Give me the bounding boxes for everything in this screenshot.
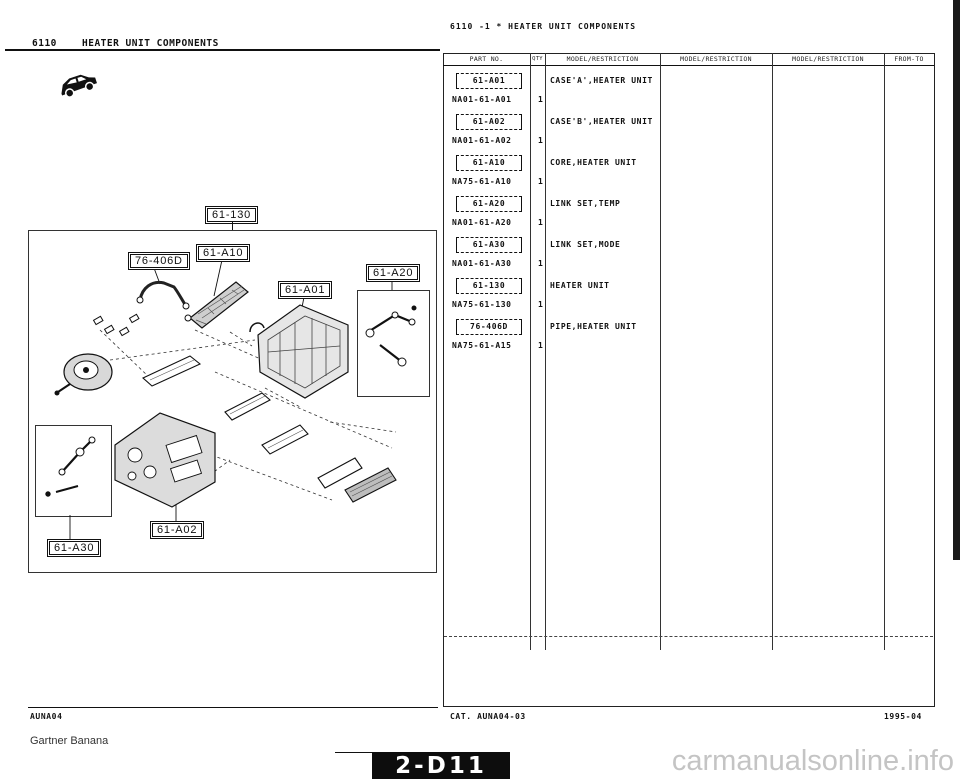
column-divider	[772, 53, 773, 650]
column-header-model-restriction-3: MODEL/RESTRICTION	[792, 55, 864, 63]
watermark: carmanualsonline.info	[671, 745, 954, 777]
part-number: NA01-61-A01	[452, 95, 512, 104]
part-number: NA75-61-A15	[452, 341, 512, 350]
column-divider	[660, 53, 661, 650]
column-header-part-no: PART NO.	[469, 55, 504, 63]
footer-rule	[28, 707, 438, 708]
table-end-rule	[444, 636, 933, 637]
callout-case-a: 61-A01	[278, 281, 333, 299]
heater-pipe-drawing	[136, 280, 190, 310]
reference-number: 61-130	[456, 278, 522, 294]
column-divider	[884, 53, 885, 650]
car-icon	[61, 74, 97, 98]
part-description: HEATER UNIT	[550, 281, 610, 290]
diagram-frame	[28, 230, 437, 573]
case-a-drawing	[249, 304, 349, 399]
part-description: LINK SET,MODE	[550, 240, 621, 249]
quantity: 1	[538, 136, 544, 145]
callout-heater-unit: 61-130	[205, 206, 259, 224]
part-number: NA01-61-A02	[452, 136, 512, 145]
column-divider	[545, 53, 546, 650]
door-parts-drawing	[142, 355, 397, 503]
case-b-drawing	[114, 412, 216, 508]
reference-number: 61-A20	[456, 196, 522, 212]
page-number-rule	[335, 752, 372, 753]
column-divider	[530, 53, 531, 650]
part-number: NA01-61-A30	[452, 259, 512, 268]
catalog-number: CAT. AUNA04-03	[450, 712, 526, 721]
part-number: NA01-61-A20	[452, 218, 512, 227]
part-description: CASE'B',HEATER UNIT	[550, 117, 653, 126]
column-header-qty: QTY	[532, 56, 543, 62]
quantity: 1	[538, 95, 544, 104]
part-description: CASE'A',HEATER UNIT	[550, 76, 653, 85]
quantity: 1	[538, 300, 544, 309]
catalog-date: 1995-04	[884, 712, 922, 721]
quantity: 1	[538, 218, 544, 227]
actuator-drawing	[54, 353, 113, 396]
reference-number: 76-406D	[456, 319, 522, 335]
credit-text: Gartner Banana	[30, 735, 109, 747]
part-number: NA75-61-130	[452, 300, 512, 309]
page-number: 2-D11	[372, 752, 510, 779]
part-description: CORE,HEATER UNIT	[550, 158, 637, 167]
callout-link-temp: 61-A20	[366, 264, 421, 282]
exploded-diagram	[45, 259, 417, 539]
heater-core-drawing	[184, 281, 249, 329]
part-description: PIPE,HEATER UNIT	[550, 322, 637, 331]
part-number: NA75-61-A10	[452, 177, 512, 186]
callout-link-mode: 61-A30	[47, 539, 102, 557]
link-set-temp-drawing	[365, 305, 417, 367]
quantity: 1	[538, 259, 544, 268]
reference-number: 61-A10	[456, 155, 522, 171]
callout-leader	[232, 222, 233, 230]
section-title: HEATER UNIT COMPONENTS	[82, 38, 219, 49]
parts-table	[443, 53, 935, 707]
table-header-rule	[443, 65, 934, 66]
catalog-code-left: AUNA04	[30, 712, 63, 721]
table-row: 76-406D NA75-61-A15 1 PIPE,HEATER UNIT	[443, 319, 934, 355]
parts-list-title: 6110 -1 * HEATER UNIT COMPONENTS	[450, 22, 637, 31]
callout-pipe: 76-406D	[128, 252, 190, 270]
reference-number: 61-A02	[456, 114, 522, 130]
link-temp-inset	[357, 290, 430, 397]
header-rule	[5, 49, 440, 51]
column-header-model-restriction-2: MODEL/RESTRICTION	[680, 55, 752, 63]
reference-number: 61-A01	[456, 73, 522, 89]
link-set-mode-drawing	[45, 436, 96, 497]
column-header-from-to: FROM-TO	[894, 55, 924, 63]
callout-case-b: 61-A02	[150, 521, 205, 539]
reference-number: 61-A30	[456, 237, 522, 253]
quantity: 1	[538, 177, 544, 186]
section-code: 6110	[32, 38, 57, 49]
quantity: 1	[538, 341, 544, 350]
callout-core: 61-A10	[196, 244, 251, 262]
column-header-model-restriction-1: MODEL/RESTRICTION	[566, 55, 639, 63]
link-mode-inset	[35, 425, 112, 517]
scan-edge	[953, 0, 960, 560]
part-description: LINK SET,TEMP	[550, 199, 621, 208]
